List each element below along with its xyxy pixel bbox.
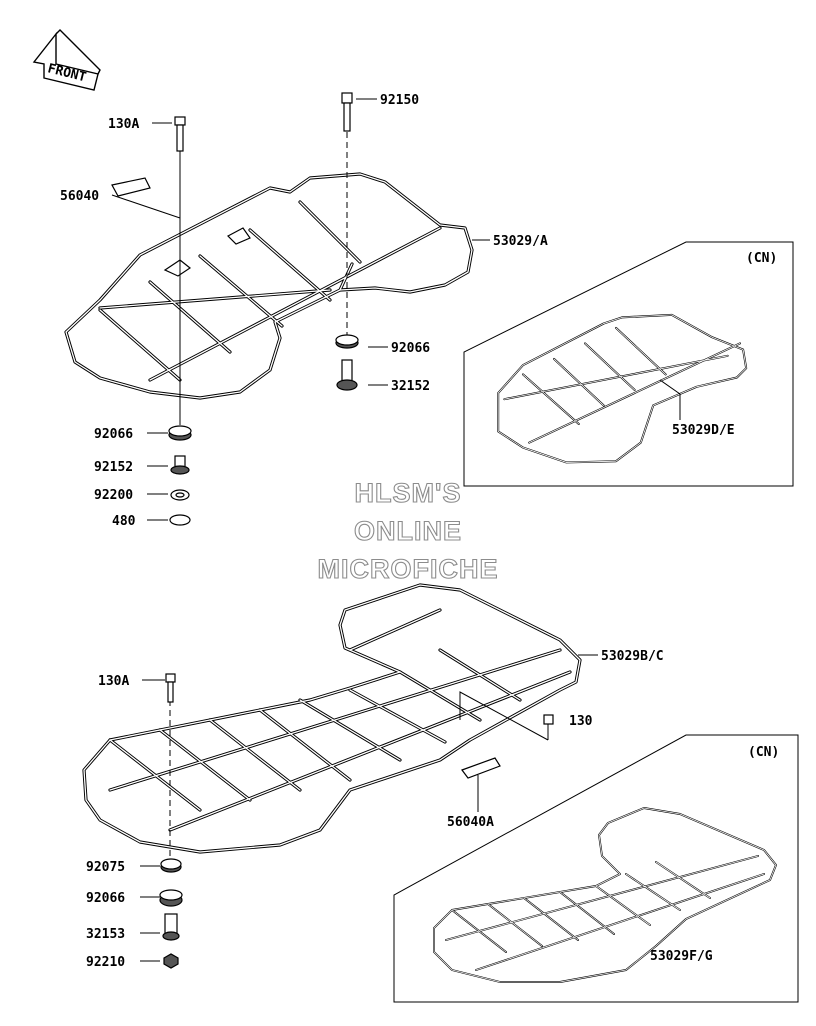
label-92152: 92152 <box>94 460 133 475</box>
washer-92200 <box>170 489 190 501</box>
inset-tag-top: (CN) <box>746 251 777 266</box>
label-480: 480 <box>112 514 136 529</box>
label-32153: 32153 <box>86 927 125 942</box>
label-92066-bottom: 92066 <box>86 891 125 906</box>
inset-tag-bottom: (CN) <box>748 745 779 760</box>
label-32152: 32152 <box>391 379 430 394</box>
watermark-line-1: HLSM'S <box>355 478 462 508</box>
label-53029fg: 53029F/G <box>650 949 713 964</box>
collar-32152 <box>336 359 358 391</box>
label-130a-bottom: 130A <box>98 674 129 689</box>
watermark: HLSM'S ONLINE MICROFICHE <box>317 477 499 584</box>
label-92075: 92075 <box>86 860 125 875</box>
front-arrow-icon: FRONT <box>32 29 101 91</box>
inset-box-bottom: (CN) 53029F/G <box>393 734 799 1003</box>
clip-480 <box>169 514 191 526</box>
washer-92075 <box>160 858 182 873</box>
label-130a-top: 130A <box>108 117 139 132</box>
rack-bracket <box>163 227 251 277</box>
label-92210: 92210 <box>86 955 125 970</box>
watermark-line-2: ONLINE <box>354 516 462 546</box>
sticker-56040a <box>461 757 501 779</box>
label-92066-right: 92066 <box>391 341 430 356</box>
label-92066-left: 92066 <box>94 427 133 442</box>
label-92150: 92150 <box>380 93 419 108</box>
label-92200: 92200 <box>94 488 133 503</box>
label-53029a: 53029/A <box>493 234 548 249</box>
label-130: 130 <box>569 714 593 729</box>
grommet-92066-right <box>335 334 359 349</box>
bolt-130a-bottom <box>165 673 176 703</box>
bolt-130a-top <box>174 116 186 152</box>
collar-92152 <box>170 455 190 475</box>
label-53029bc: 53029B/C <box>601 649 664 664</box>
bolt-130 <box>543 714 554 725</box>
label-56040: 56040 <box>60 189 99 204</box>
grommet-92066-left <box>168 425 192 441</box>
sticker-56040 <box>111 177 151 197</box>
nut-92210 <box>163 953 179 969</box>
inset-box-top: (CN) 53029D/E <box>463 241 794 487</box>
label-56040a: 56040A <box>447 815 494 830</box>
lower-rack <box>82 583 582 854</box>
watermark-line-3: MICROFICHE <box>318 554 499 584</box>
label-53029de: 53029D/E <box>672 423 735 438</box>
grommet-92066-bottom <box>159 889 183 907</box>
bolt-92150 <box>341 92 353 132</box>
upper-rack <box>64 172 474 400</box>
collar-32153 <box>162 913 180 941</box>
